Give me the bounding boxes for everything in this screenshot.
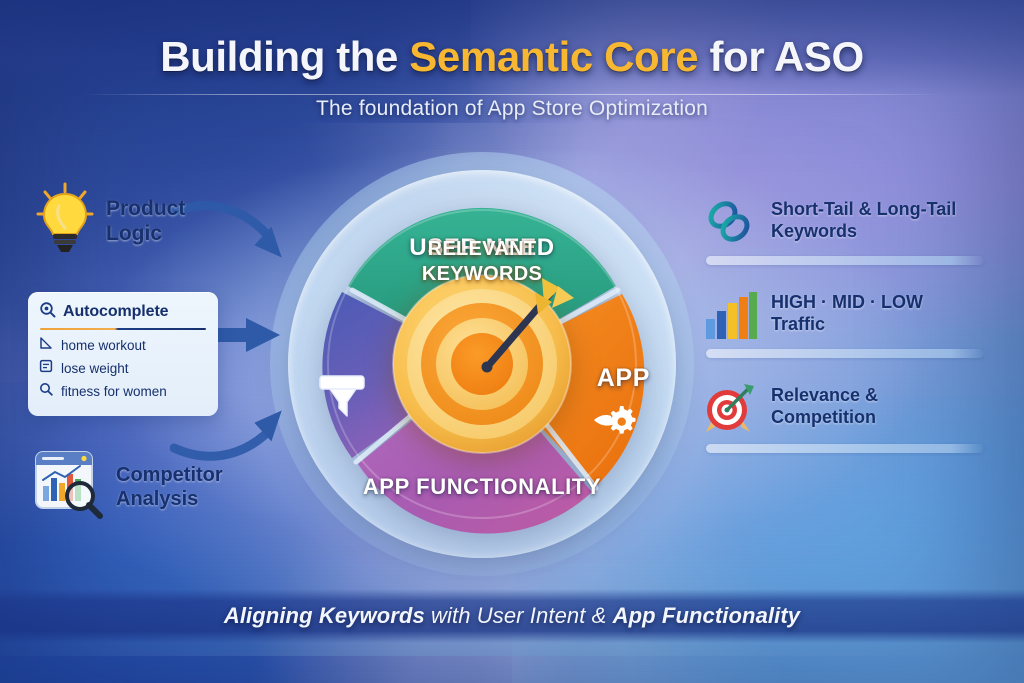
semantic-core-wheel: USER NEED APP APP FUNCTIONALITY — [270, 152, 694, 576]
center-label-line-2: KEYWORDS — [421, 263, 543, 285]
right-item-label: Short-Tail & Long-Tail Keywords — [771, 196, 956, 242]
autocomplete-suggestion[interactable]: lose weight — [39, 359, 207, 378]
title-part-2: for ASO — [698, 33, 864, 80]
right-item-underline — [706, 349, 984, 358]
header: Building the Semantic Core for ASO The f… — [0, 0, 1024, 150]
autocomplete-title: Autocomplete — [63, 303, 169, 320]
right-item-line-1: Relevance & — [771, 385, 879, 405]
product-logic-label: Product Logic — [106, 196, 185, 246]
right-item-relevance[interactable]: Relevance & Competition — [702, 382, 1002, 453]
center-label-line-1: RELEVANT — [427, 238, 537, 260]
footer-bold-1: Aligning Keywords — [223, 603, 425, 628]
right-item-keywords[interactable]: Short-Tail & Long-Tail Keywords — [702, 196, 1002, 265]
footer-banner: Aligning Keywords with User Intent & App… — [0, 589, 1024, 643]
competitor-line-2: Analysis — [116, 487, 199, 510]
left-item-competitor-analysis[interactable]: Competitor Analysis — [32, 448, 223, 525]
page-title: Building the Semantic Core for ASO — [0, 33, 1024, 81]
right-item-underline — [706, 444, 984, 453]
product-logic-line-1: Product — [106, 196, 186, 220]
gear-icon — [592, 400, 638, 445]
right-item-line-2: Competition — [771, 407, 876, 427]
wheel-label-user-need: USER NEED — [409, 234, 555, 261]
target-arrow-icon — [702, 382, 758, 441]
bar-chart-icon — [702, 289, 758, 346]
chain-link-icon — [702, 196, 758, 253]
funnel-icon — [316, 372, 370, 425]
page-subtitle: The foundation of App Store Optimization — [315, 97, 709, 120]
search-icon — [39, 301, 56, 323]
footer-caption: Aligning Keywords with User Intent & App… — [224, 603, 800, 629]
suggestion-text: lose weight — [61, 361, 129, 376]
trend-icon — [39, 336, 53, 355]
right-item-traffic[interactable]: HIGH · MID · LOW Traffic — [702, 289, 1002, 358]
autocomplete-divider — [40, 328, 206, 330]
autocomplete-header: Autocomplete — [39, 301, 207, 323]
autocomplete-suggestion[interactable]: home workout — [39, 336, 207, 355]
right-feature-list: Short-Tail & Long-Tail Keywords — [702, 196, 1002, 477]
suggestion-text: home workout — [61, 338, 146, 353]
lightbulb-icon — [36, 182, 94, 259]
right-item-line-2: Traffic — [771, 314, 826, 334]
wheel-center-label: RELEVANT KEYWORDS — [296, 237, 668, 287]
title-divider — [82, 94, 942, 95]
right-item-label: HIGH · MID · LOW Traffic — [771, 289, 923, 335]
wheel-label-app-functionality: APP FUNCTIONALITY — [362, 474, 602, 499]
product-logic-line-2: Logic — [106, 221, 162, 245]
competitor-line-1: Competitor — [116, 463, 223, 486]
right-item-line-1: HIGH · MID · LOW — [771, 292, 923, 312]
autocomplete-suggestion[interactable]: fitness for women — [39, 382, 207, 401]
footer-plain-1: with User Intent & — [424, 603, 613, 628]
wheel-label-app: APP — [596, 364, 650, 392]
right-item-label: Relevance & Competition — [771, 382, 878, 428]
title-part-1: Building the — [160, 33, 410, 80]
left-item-product-logic[interactable]: Product Logic — [36, 182, 185, 259]
title-accent: Semantic Core — [409, 33, 699, 80]
header-band — [0, 0, 1024, 96]
footer-bold-2: App Functionality — [612, 603, 801, 628]
right-item-underline — [706, 256, 984, 265]
arrow-icon — [392, 258, 592, 398]
suggestion-text: fitness for women — [61, 384, 167, 399]
right-item-line-2: Keywords — [771, 221, 858, 241]
list-icon — [39, 359, 53, 378]
autocomplete-card[interactable]: Autocomplete home workout lose weight — [28, 292, 218, 416]
chart-magnifier-icon — [32, 448, 106, 525]
right-item-line-1: Short-Tail & Long-Tail — [771, 199, 957, 219]
magnifier-icon — [39, 382, 53, 401]
competitor-analysis-label: Competitor Analysis — [116, 463, 223, 511]
